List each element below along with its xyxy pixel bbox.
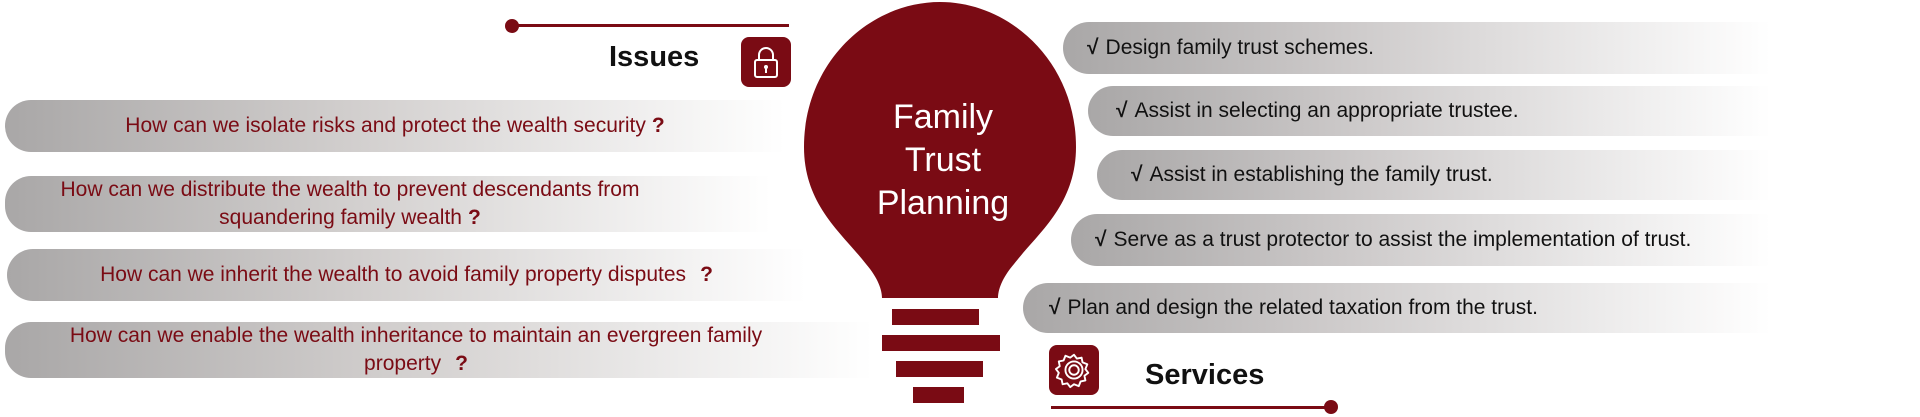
bulb-title-line: Planning (876, 184, 1010, 222)
service-item-3: √ Assist in establishing the family trust… (1097, 150, 1771, 200)
issues-icon-box (741, 37, 791, 87)
issue-item-1: How can we isolate risks and protect the… (5, 100, 785, 152)
service-text: Serve as a trust protector to assist the… (1113, 228, 1692, 251)
check-mark: √ (1087, 36, 1099, 59)
gear-icon (1055, 353, 1090, 389)
light-bulb-icon (804, 2, 1076, 403)
service-text: Design family trust schemes. (1105, 36, 1374, 59)
services-rule (1051, 406, 1331, 409)
issue-text-line2: squandering family wealth (219, 206, 462, 229)
issue-item-3: How can we inherit the wealth to avoid f… (7, 249, 806, 301)
bulb-title-line: Trust (904, 141, 982, 179)
question-mark: ? (651, 114, 665, 137)
service-text: Plan and design the related taxation fro… (1067, 296, 1538, 319)
check-mark: √ (1116, 99, 1128, 122)
service-item-2: √ Assist in selecting an appropriate trus… (1088, 86, 1771, 136)
service-item-4: √ Serve as a trust protector to assist th… (1071, 214, 1771, 266)
issues-rule (512, 24, 789, 27)
question-mark: ? (455, 352, 468, 375)
service-item-1: √ Design family trust schemes. (1063, 22, 1771, 74)
issue-text-line1: How can we distribute the wealth to prev… (60, 178, 640, 201)
issue-text: How can we isolate risks and protect the… (125, 114, 646, 137)
check-mark: √ (1095, 228, 1107, 251)
service-item-5: √ Plan and design the related taxation fr… (1023, 283, 1771, 333)
lock-icon (754, 47, 778, 78)
question-mark: ? (700, 263, 713, 286)
service-text: Assist in selecting an appropriate trust… (1134, 99, 1519, 122)
check-mark: √ (1049, 296, 1061, 319)
services-icon-box (1049, 345, 1099, 395)
issue-text-line1: How can we enable the wealth inheritance… (69, 324, 763, 347)
issue-text: How can we inherit the wealth to avoid f… (100, 263, 687, 286)
services-title: Services (1145, 359, 1265, 391)
question-mark: ? (467, 206, 481, 229)
issue-text-line2: property (364, 352, 442, 375)
check-mark: √ (1131, 163, 1143, 186)
bulb-title-line: Family (892, 98, 994, 136)
bulb-title: Family Trust Planning (848, 96, 1038, 225)
issues-title: Issues (609, 41, 700, 73)
issue-item-4: How can we enable the wealth inheritance… (5, 322, 873, 378)
service-text: Assist in establishing the family trust. (1149, 163, 1493, 186)
issue-item-2: How can we distribute the wealth to prev… (5, 176, 771, 232)
services-rule-dot (1324, 400, 1338, 414)
